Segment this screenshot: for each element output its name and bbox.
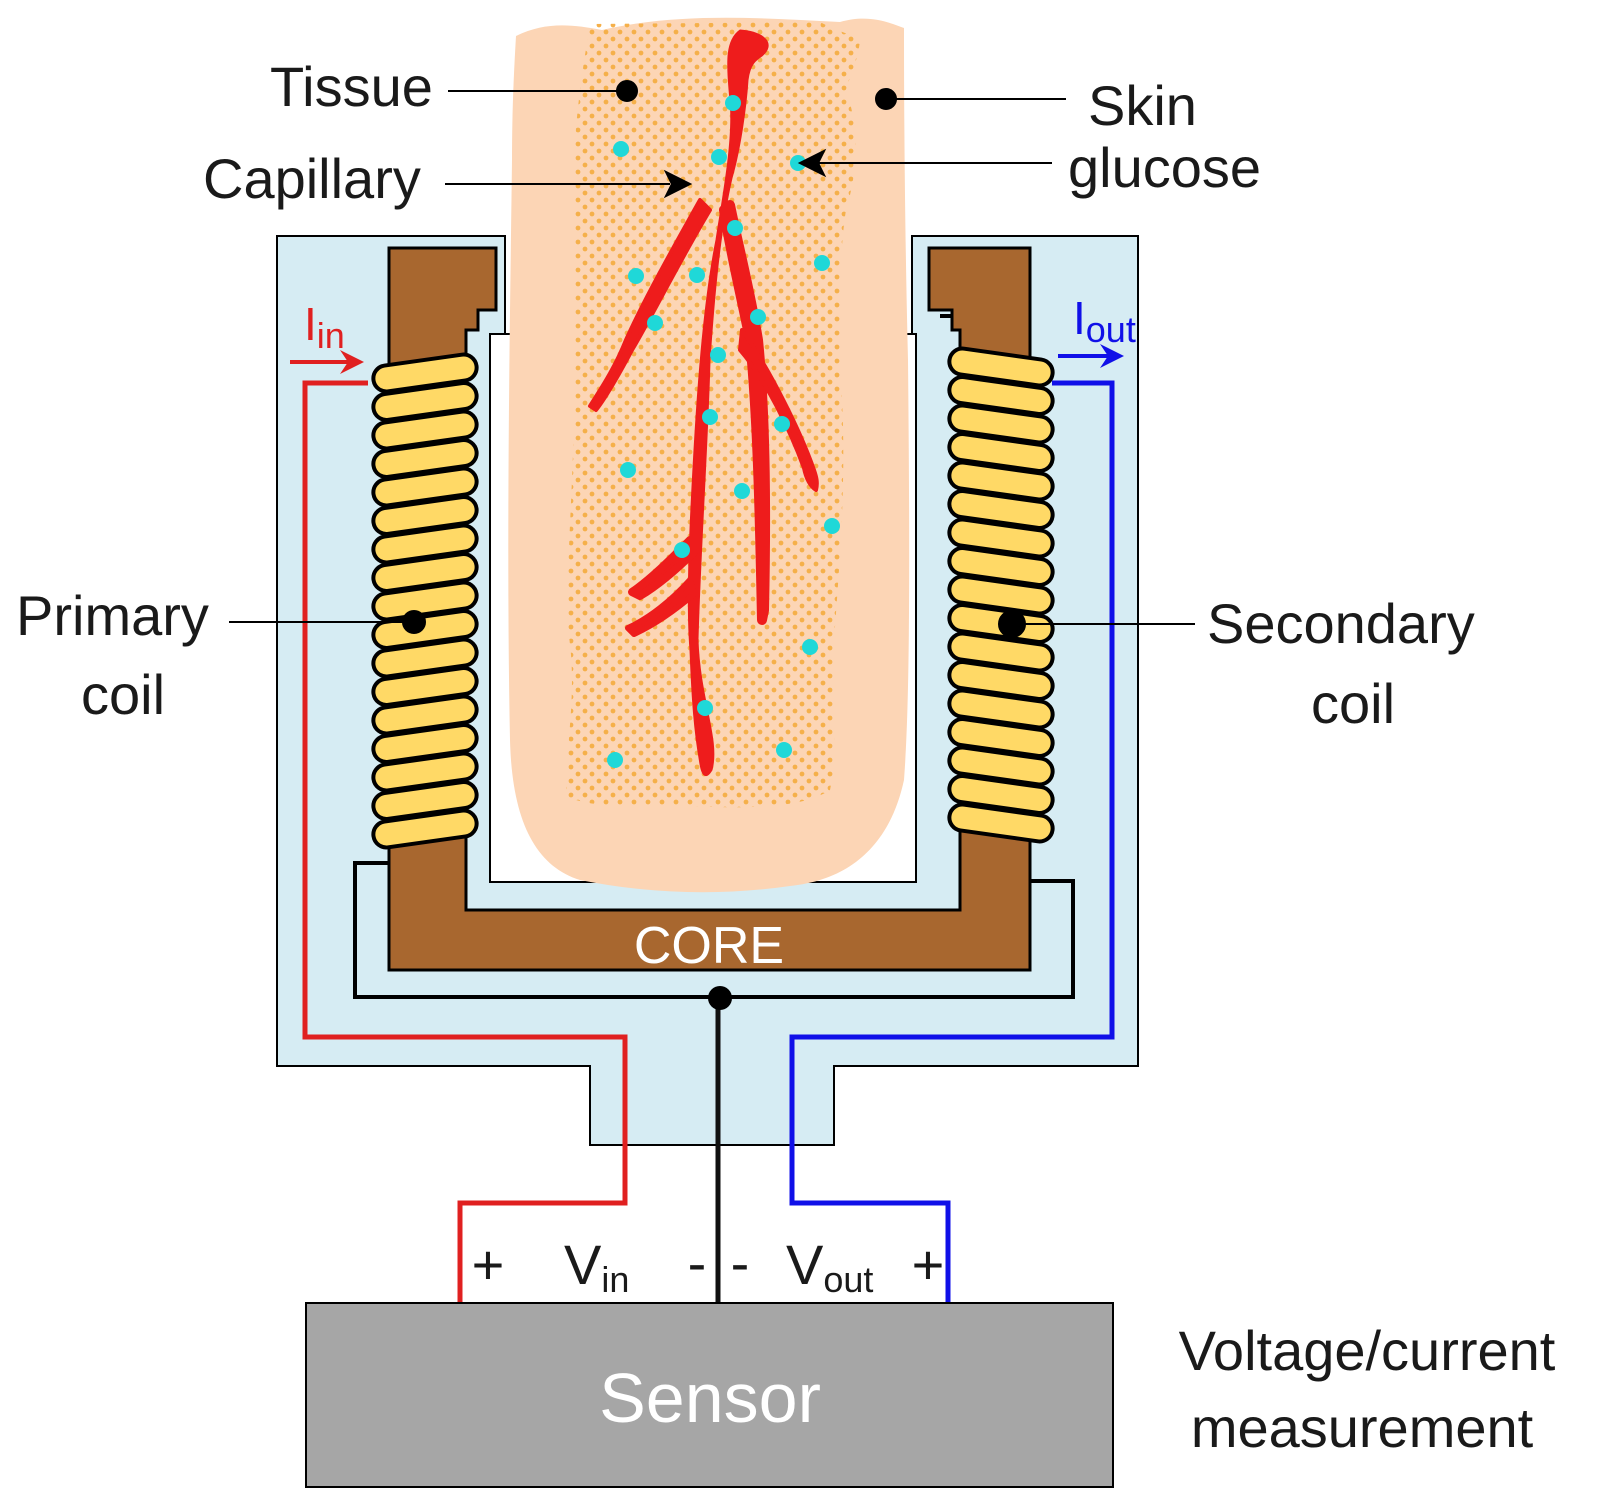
capillary-icon (588, 29, 819, 777)
secondary-coil-label-2: coil (1311, 672, 1395, 735)
tissue-label: Tissue (270, 55, 433, 118)
glucose-molecules (607, 95, 840, 768)
coil-winding (947, 432, 1055, 473)
coil-winding (947, 489, 1055, 530)
glucose-label: glucose (1068, 136, 1261, 199)
measurement-label-1: Voltage/current (1179, 1319, 1556, 1382)
primary-coil-label-2: coil (81, 663, 165, 726)
coil-winding (371, 552, 479, 593)
coil-winding (371, 694, 479, 736)
coil-winding (947, 660, 1055, 701)
secondary-coil-icon (947, 346, 1055, 844)
coil-winding (371, 438, 479, 479)
core-label: CORE (634, 917, 784, 975)
coil-winding (371, 495, 479, 536)
measurement-label-2: measurement (1191, 1396, 1534, 1459)
current-arrow-icon (290, 344, 1124, 374)
coil-winding (371, 381, 479, 422)
primary-wire (302, 380, 628, 1303)
coil-winding (947, 346, 1055, 388)
i-out-label: Iout (1073, 292, 1136, 350)
coil-winding (371, 751, 479, 793)
vin-plus: + (472, 1233, 505, 1296)
coil-winding (947, 717, 1055, 758)
coil-winding (947, 631, 1055, 673)
coil-winding (371, 723, 479, 764)
coil-winding (371, 808, 479, 850)
i-in-label: Iin (304, 298, 345, 356)
coil-winding (371, 780, 479, 821)
ground-junction (708, 986, 732, 1010)
coil-winding (371, 637, 479, 679)
leader-lines (229, 80, 1195, 638)
coil-winding (371, 580, 479, 622)
vin-minus: - (688, 1231, 707, 1294)
sensor-box (305, 1302, 1114, 1488)
coil-winding (371, 523, 479, 565)
skin-label: Skin (1088, 74, 1197, 137)
primary-coil-icon (371, 352, 479, 850)
coil-winding (947, 517, 1055, 559)
coil-winding (947, 403, 1055, 445)
secondary-wire (789, 380, 1115, 1303)
vout-plus: + (912, 1233, 945, 1296)
vout-minus: - (731, 1231, 750, 1294)
capillary-label: Capillary (203, 147, 421, 210)
vin-label: Vin (564, 1233, 629, 1300)
coil-winding (371, 409, 479, 451)
coil-winding (947, 688, 1055, 730)
coil-winding (947, 460, 1055, 502)
coil-winding (947, 574, 1055, 616)
coil-winding (947, 546, 1055, 587)
coil-winding (947, 774, 1055, 815)
coil-winding (371, 666, 479, 707)
sensor-label: Sensor (599, 1359, 821, 1437)
coil-winding (947, 802, 1055, 844)
primary-coil-label-1: Primary (16, 584, 209, 647)
secondary-coil-label-1: Secondary (1207, 592, 1475, 655)
vout-label: Vout (786, 1233, 873, 1300)
coil-winding (947, 375, 1055, 416)
coil-winding (371, 352, 479, 394)
coil-winding (371, 466, 479, 508)
coil-winding (947, 745, 1055, 787)
